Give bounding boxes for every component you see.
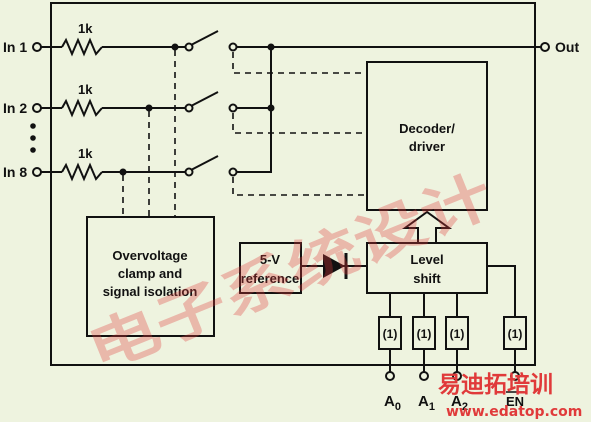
diode-symbol (301, 253, 367, 279)
in2-label: In 2 (3, 100, 27, 116)
out-label: Out (555, 39, 579, 55)
buffer-a1-label: (1) (417, 327, 432, 341)
switch-8-pivot (184, 167, 194, 177)
r2-label: 1k (78, 82, 93, 97)
overvoltage-clamp-block (86, 216, 215, 337)
watermark-url: www.edatop.com (446, 404, 582, 420)
a0-terminal (385, 371, 395, 381)
decoder-driver-block (366, 61, 488, 211)
a1-label: A1 (418, 393, 435, 413)
level-to-decoder-arrow (401, 210, 453, 244)
r8-label: 1k (78, 146, 93, 161)
decoder-label-line2: driver (409, 139, 445, 154)
in8-label: In 8 (3, 164, 27, 180)
reference-label-line1: 5-V (260, 252, 281, 267)
switch-2-contact (228, 103, 238, 113)
resistor-2 (61, 98, 103, 118)
switch-2-blade (190, 91, 219, 107)
level-shift-label-line1: Level (410, 252, 443, 267)
switch-1-blade (190, 30, 219, 46)
a2-label: A2 (451, 393, 468, 413)
overvoltage-label-line1: Overvoltage (112, 248, 187, 263)
clamp-sense-lines (122, 50, 176, 217)
buffer-en-label: (1) (508, 327, 523, 341)
r1-label: 1k (78, 21, 93, 36)
a2-terminal (452, 371, 462, 381)
channel-2: In 2 1k (3, 82, 275, 118)
in1-terminal (32, 42, 42, 52)
en-terminal (510, 371, 520, 381)
overvoltage-label-line3: signal isolation (103, 284, 198, 299)
switch-8-blade (190, 155, 219, 171)
control-buffers: (1) (1) (1) (1) A0 A1 A2 EN (378, 265, 527, 413)
out-terminal (540, 42, 550, 52)
switch-2-pivot (184, 103, 194, 113)
buffer-a0-label: (1) (383, 327, 398, 341)
buffer-a2-label: (1) (450, 327, 465, 341)
a1-terminal (419, 371, 429, 381)
in2-terminal (32, 103, 42, 113)
reference-block (239, 242, 302, 294)
switch-8-contact (228, 167, 238, 177)
resistor-8 (61, 162, 103, 182)
channel-8: In 8 1k (3, 47, 272, 182)
switch-1-contact (228, 42, 238, 52)
decoder-control-lines (232, 52, 367, 196)
resistor-1 (61, 37, 103, 57)
switch-1-pivot (184, 42, 194, 52)
reference-label-line2: reference (241, 271, 300, 286)
channel-ellipsis (30, 123, 36, 153)
in1-label: In 1 (3, 39, 27, 55)
level-shift-label-line2: shift (413, 271, 441, 286)
in8-terminal (32, 167, 42, 177)
overvoltage-label-line2: clamp and (118, 266, 182, 281)
en-label: EN (506, 394, 524, 409)
a0-label: A0 (384, 393, 401, 413)
channel-1: In 1 1k (3, 21, 541, 57)
decoder-label-line1: Decoder/ (399, 121, 455, 136)
chip-outline (50, 2, 536, 366)
watermark-corner: 易迪拓培训 (438, 371, 553, 398)
